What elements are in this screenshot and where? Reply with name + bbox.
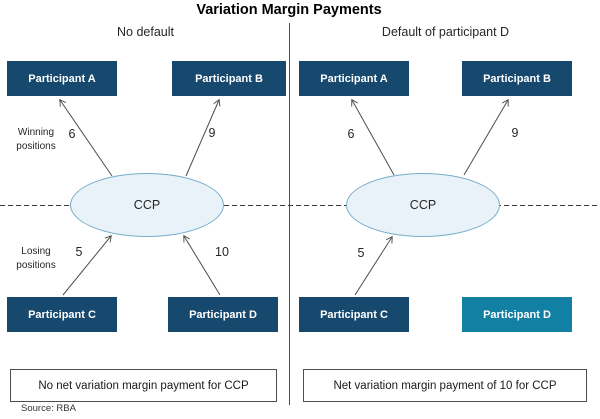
participant-a-left: Participant A xyxy=(7,61,117,96)
flow-value-b-right: 9 xyxy=(511,126,519,140)
flow-value-c-left: 5 xyxy=(75,245,83,259)
source-note: Source: RBA xyxy=(21,403,76,414)
losing-positions-line2: positions xyxy=(16,259,56,271)
winning-losing-dashed-line xyxy=(0,205,600,206)
flow-value-a-right: 6 xyxy=(347,127,355,141)
ccp-ellipse-left: CCP xyxy=(70,173,224,237)
summary-box-left: No net variation margin payment for CCP xyxy=(10,369,277,402)
losing-positions-line1: Losing xyxy=(21,246,51,257)
flow-value-b-left: 9 xyxy=(208,126,216,140)
right-panel-header: Default of participant D xyxy=(381,25,510,39)
ccp-ellipse-right: CCP xyxy=(346,173,500,237)
flow-value-c-right: 5 xyxy=(357,246,365,260)
winning-positions-line2: positions xyxy=(16,140,56,152)
arrow-ccp-to-a-right xyxy=(351,98,395,176)
participant-a-right: Participant A xyxy=(299,61,409,96)
left-panel-header: No default xyxy=(117,25,174,39)
arrow-c-to-ccp-left xyxy=(62,234,112,296)
winning-positions-line1: Winning xyxy=(17,127,55,138)
losing-positions-label: Losing positions xyxy=(9,245,63,272)
participant-c-right: Participant C xyxy=(299,297,409,332)
participant-d-right-defaulted: Participant D xyxy=(462,297,572,332)
panel-divider-line xyxy=(289,23,290,405)
participant-b-left: Participant B xyxy=(172,61,286,96)
participant-d-left: Participant D xyxy=(168,297,278,332)
arrow-ccp-to-b-right xyxy=(463,98,509,176)
flow-value-d-left: 10 xyxy=(215,245,229,259)
summary-box-right: Net variation margin payment of 10 for C… xyxy=(303,369,587,402)
flow-value-a-left: 6 xyxy=(68,127,76,141)
participant-c-left: Participant C xyxy=(7,297,117,332)
winning-positions-label: Winning positions xyxy=(9,126,63,153)
diagram-title: Variation Margin Payments xyxy=(196,2,382,18)
participant-b-right: Participant B xyxy=(462,61,572,96)
